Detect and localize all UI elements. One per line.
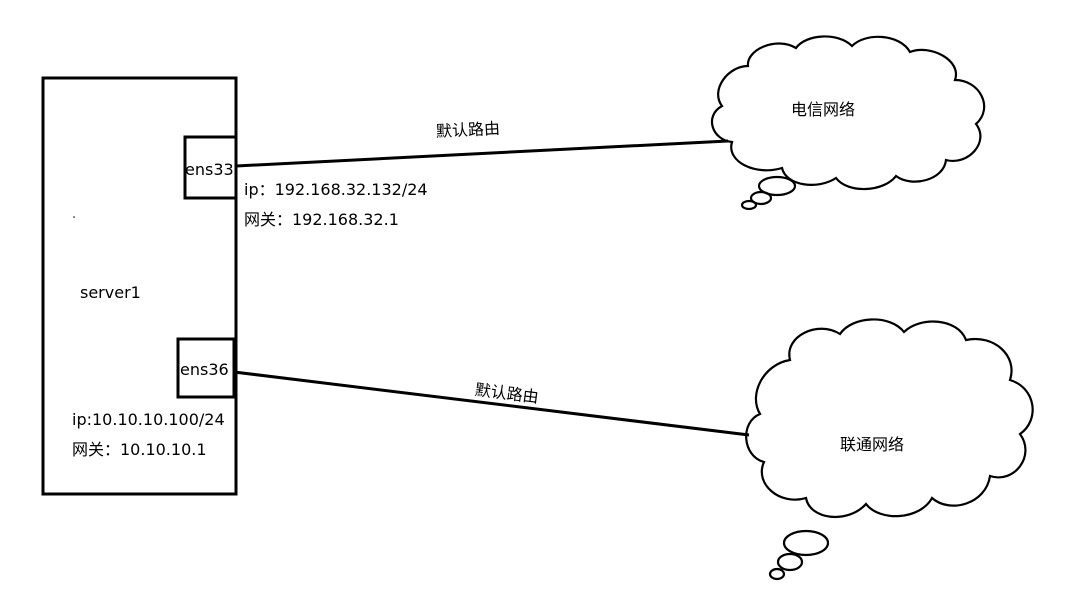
server-dot	[73, 216, 75, 218]
ens33-gateway: 网关：192.168.32.1	[244, 210, 399, 229]
unicom-network-label: 联通网络	[840, 435, 905, 454]
ens33-label: ens33	[185, 160, 234, 179]
link-ens36-unicom	[233, 370, 750, 437]
ens33-ip: ip：192.168.32.132/24	[244, 180, 428, 199]
telecom-cloud	[711, 35, 986, 211]
unicom-cloud	[745, 318, 1034, 581]
route-label-telecom: 默认路由	[435, 118, 501, 141]
server-box	[41, 76, 238, 496]
ens36-label: ens36	[180, 360, 229, 379]
ens33-port-box	[183, 135, 238, 200]
ens36-port-box	[176, 337, 236, 399]
link-ens33-telecom	[235, 139, 729, 168]
ens36-ip: ip:10.10.10.100/24	[72, 410, 225, 429]
ens36-gateway: 网关：10.10.10.1	[72, 440, 207, 459]
server-name: server1	[80, 283, 141, 302]
telecom-network-label: 电信网络	[791, 100, 856, 119]
